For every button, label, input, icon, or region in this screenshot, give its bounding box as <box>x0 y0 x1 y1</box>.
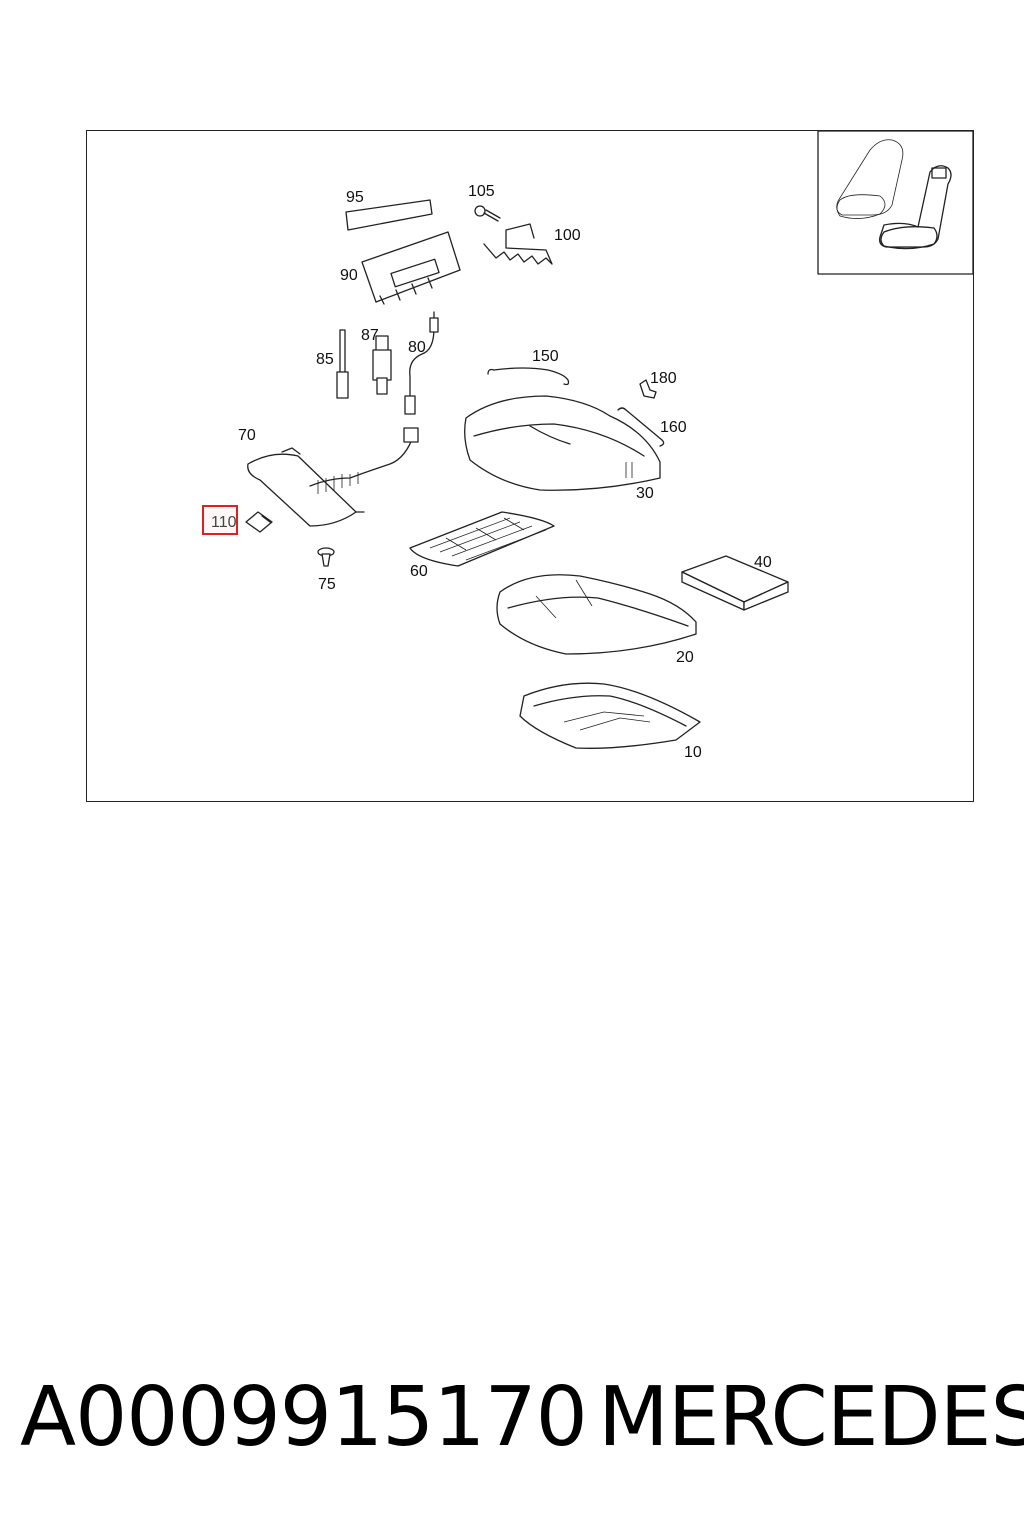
part-87-actuator <box>372 335 392 395</box>
part-70-pad <box>247 427 419 527</box>
part-150-wire <box>487 367 570 386</box>
part-80-hose <box>409 311 435 407</box>
callout-105: 105 <box>468 183 495 200</box>
callout-87: 87 <box>361 327 379 344</box>
callout-10: 10 <box>684 744 702 761</box>
callout-110: 110 <box>211 514 237 531</box>
parts-diagram: 95 105 100 90 85 87 80 150 180 160 70 30… <box>202 130 974 761</box>
brand-name: MERCEDES <box>598 1370 1024 1465</box>
part-105-screw <box>474 205 501 222</box>
part-20-foam <box>496 574 697 655</box>
callout-70: 70 <box>238 427 256 444</box>
callout-40: 40 <box>754 554 772 571</box>
callout-100: 100 <box>554 227 581 244</box>
part-number: A0009915170 <box>20 1370 588 1465</box>
diagram-frame <box>86 130 974 802</box>
callout-30: 30 <box>636 485 654 502</box>
part-60-mat <box>409 511 555 567</box>
part-75-pin <box>317 547 335 567</box>
callout-60: 60 <box>410 563 428 580</box>
footer: A0009915170 MERCEDES <box>0 1370 1024 1480</box>
part-95-cover <box>345 199 433 231</box>
part-90-module <box>361 231 461 305</box>
seat-thumbnail-inset <box>817 130 974 275</box>
callout-20: 20 <box>676 649 694 666</box>
callout-85: 85 <box>316 351 334 368</box>
callout-80: 80 <box>408 339 426 356</box>
part-10-frame <box>519 682 701 749</box>
part-30-cover <box>464 395 661 491</box>
part-100-bracket <box>483 223 553 265</box>
part-40-block <box>681 555 789 611</box>
part-160-wire <box>617 407 665 447</box>
callout-75: 75 <box>318 576 336 593</box>
highlight-box-110 <box>202 505 238 535</box>
callout-160: 160 <box>660 419 687 436</box>
part-110-clip <box>245 511 273 533</box>
part-85-rod <box>336 329 349 399</box>
callout-180: 180 <box>650 370 677 387</box>
callout-90: 90 <box>340 267 358 284</box>
callout-95: 95 <box>346 189 364 206</box>
callout-150: 150 <box>532 348 559 365</box>
part-180-clip <box>639 379 657 399</box>
